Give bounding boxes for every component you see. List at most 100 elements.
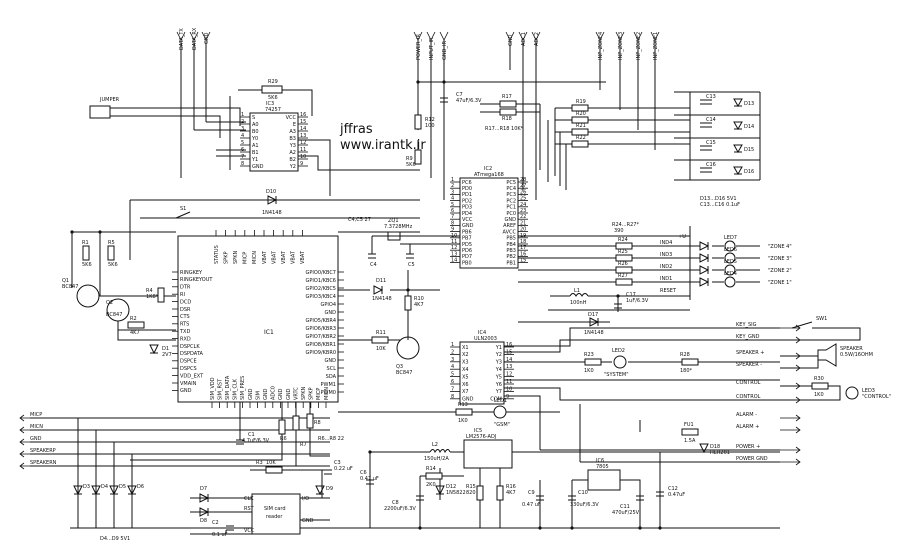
vplus-label: +U <box>678 234 686 240</box>
r1-label: R1 <box>82 240 89 246</box>
ic1-left-pin: GND <box>180 388 192 394</box>
ic3-right-pin: VCC <box>286 115 297 121</box>
ic1-left-pin: DTR <box>180 285 191 291</box>
r23-value: 1K0 <box>584 368 594 374</box>
c7-value: 47uF/6.3V <box>456 98 482 104</box>
ic2-left-pin: VCC <box>462 217 473 223</box>
c2-label: C2 <box>212 520 219 526</box>
c9-label: C9 <box>528 490 535 496</box>
ic1-bottom-pin: SPKP <box>309 388 315 400</box>
led1-label: LED1 <box>494 398 507 404</box>
ic1-top-pin: VBAT <box>271 250 277 264</box>
ic2-right-pin: PB1 <box>506 260 516 266</box>
right-net-label: ALARM - <box>736 412 757 418</box>
c1-value: 4.7uF/6.3V <box>242 438 270 444</box>
right-connector-arrow <box>780 458 801 466</box>
ic2-left-pin: PD2 <box>462 198 472 204</box>
ic2-right-pin: AVCC <box>502 229 516 235</box>
d49-note: D4...D9 5V1 <box>100 536 130 542</box>
right-net-label: KEY_SIG <box>736 322 757 328</box>
ic4-name: IC4 <box>478 330 486 336</box>
ic2-left-pin-num: 4 <box>451 196 454 202</box>
zone-resistor <box>615 278 633 286</box>
zone-led-label: LED4 <box>724 271 737 277</box>
r19-label: R19 <box>576 99 586 105</box>
c11-value: 470uF/25V <box>612 510 640 516</box>
ic1-right-pin: GPIO9/KBR0 <box>305 350 336 356</box>
zone-ind-diode <box>699 265 710 275</box>
c4-label: C4 <box>370 262 377 268</box>
r23-label: R23 <box>584 352 594 358</box>
ic1-top-pin: STATUS <box>214 245 220 264</box>
left-net-label: MICP <box>30 412 42 418</box>
r68-note: R6...R8 22 <box>318 436 344 442</box>
ic4-right-pin: Y3 <box>495 360 502 366</box>
ic4-part: ULN2003 <box>474 336 497 342</box>
led1-value: "GSM" <box>494 422 510 428</box>
left-net-label: SPEAKERN <box>30 460 57 466</box>
right-connector-arrow <box>780 324 801 332</box>
zone-led <box>724 276 736 288</box>
right-net-label: CONTROL <box>736 394 761 400</box>
zone-ind-diode <box>699 277 710 287</box>
r2-label: R2 <box>130 316 137 322</box>
ic5-part: LM2576-ADJ <box>466 434 496 440</box>
l1-label: L1 <box>574 288 580 294</box>
ic1-bottom-pin: GND <box>278 388 284 400</box>
led2-label: LED2 <box>612 348 625 354</box>
r3-label: R3 <box>256 460 263 466</box>
c17-value: 1uF/6.3V <box>626 298 649 304</box>
ic4-left-pin-num: 2 <box>451 349 454 355</box>
d11-value: 1N4148 <box>372 296 392 302</box>
ic4-right-pin: COM <box>490 397 502 403</box>
ic4-right-pin-num: 14 <box>506 357 512 363</box>
ic3-right-pin-num: 9 <box>300 161 303 167</box>
led3-value: "CONTROL" <box>862 394 891 400</box>
watermark-line1: jffras <box>339 122 373 137</box>
r20-label: R20 <box>576 111 586 117</box>
ic3-left-pin-num: 7 <box>241 154 244 160</box>
ic2-right-pin: PB2 <box>506 254 516 260</box>
ic2-left-pin: PB7 <box>462 236 472 242</box>
right-net-label: CONTROL <box>736 380 761 386</box>
connector-arrows <box>176 31 660 41</box>
ic1-left-pin: DSPCLK <box>180 344 200 350</box>
c5-label: C5 <box>408 262 415 268</box>
ic3-left-pin-num: 8 <box>241 161 244 167</box>
ic1-left-pin: DSPCE <box>180 359 197 365</box>
r13-value: 1K0 <box>458 418 468 424</box>
protection-zener <box>733 98 743 108</box>
ic2-right-pin: PC5 <box>506 180 516 186</box>
zone-ind-diode <box>699 253 710 263</box>
ic1-bottom-pin: SIM <box>255 391 261 400</box>
q1-value: BC847 <box>62 284 78 290</box>
r24-note: R24...R27* <box>612 222 639 228</box>
q3-transistor <box>396 336 420 360</box>
protection-cap-label: C16 <box>706 162 716 168</box>
ic2-right-pin-num: 22 <box>520 214 526 220</box>
ic1-top-pin: MICP <box>243 252 249 264</box>
r22-label: R22 <box>576 135 586 141</box>
r15-value: 820 <box>466 490 476 496</box>
ic1-right-pin: PWM1 <box>321 382 336 388</box>
ic4-right-pin-num: 13 <box>506 364 512 370</box>
zone-ind-label: IND4 <box>660 240 672 246</box>
ic3-right-pin-num: 15 <box>300 119 306 125</box>
d9-label: D9 <box>326 486 333 492</box>
speaker-label: SPEAKER <box>840 346 863 352</box>
net-label-zone4: INP_ZONE4 <box>598 32 604 60</box>
ic1-bottom-pin: MICN <box>324 387 330 400</box>
jumper-label: JUMPER <box>99 97 120 103</box>
r14-label: R14 <box>426 466 436 472</box>
r6-label: R6 <box>280 436 287 442</box>
d12-label: D12 <box>446 484 456 490</box>
d18-label: D18 <box>710 444 720 450</box>
ic2-left-pin: PD3 <box>462 205 472 211</box>
ic1-left-pin: RI <box>180 292 185 298</box>
zener-label: D5 <box>119 484 126 490</box>
